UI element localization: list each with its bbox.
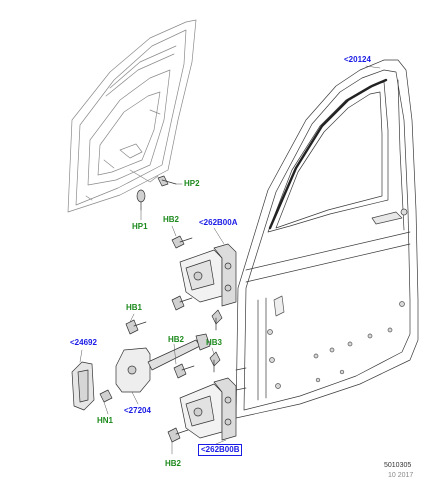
check-strap-drawing — [115, 333, 211, 393]
label-hb2-top[interactable]: HB2 — [163, 215, 180, 224]
label-hb1[interactable]: HB1 — [126, 303, 143, 312]
label-check-strap[interactable]: <27204 — [124, 406, 151, 415]
label-hb2-mid[interactable]: HB2 — [168, 335, 185, 344]
label-lower-hinge[interactable]: <262B00B — [198, 444, 243, 456]
bolt-hb1-drawing — [125, 319, 147, 335]
leader-lines — [79, 65, 381, 455]
bolt-hb2-mid-drawing — [171, 295, 193, 311]
trim-cover-drawing — [71, 361, 95, 411]
diagram-date-code: 10 2017 — [388, 472, 414, 479]
bolt-hb2-top-drawing — [171, 235, 193, 249]
label-hp1[interactable]: HP1 — [132, 222, 148, 231]
front-door-shell — [235, 59, 419, 419]
bolt-hb2-lower-drawing — [173, 363, 195, 379]
bolt-hb2-bottom-drawing — [167, 427, 189, 443]
diagram-reference-code: 5010305 — [384, 462, 412, 469]
label-hb2-bottom[interactable]: HB2 — [165, 459, 182, 468]
label-hn1[interactable]: HN1 — [97, 416, 114, 425]
upper-hinge-drawing — [179, 243, 237, 307]
label-hp2[interactable]: HP2 — [184, 179, 200, 188]
label-door-shell[interactable]: <20124 — [344, 55, 371, 64]
label-trim-cover[interactable]: <24692 — [70, 338, 97, 347]
bolt-hb3-lower-drawing — [209, 351, 221, 373]
bolt-hb3-upper-drawing — [211, 309, 223, 331]
lower-hinge-drawing — [179, 377, 237, 441]
plug-hp2-drawing — [157, 175, 177, 187]
label-upper-hinge[interactable]: <262B00A — [199, 218, 238, 227]
label-hb3[interactable]: HB3 — [206, 338, 223, 347]
plug-hp1-drawing — [136, 189, 146, 211]
background-door-outline — [67, 19, 197, 213]
nut-hn1-drawing — [99, 389, 113, 403]
